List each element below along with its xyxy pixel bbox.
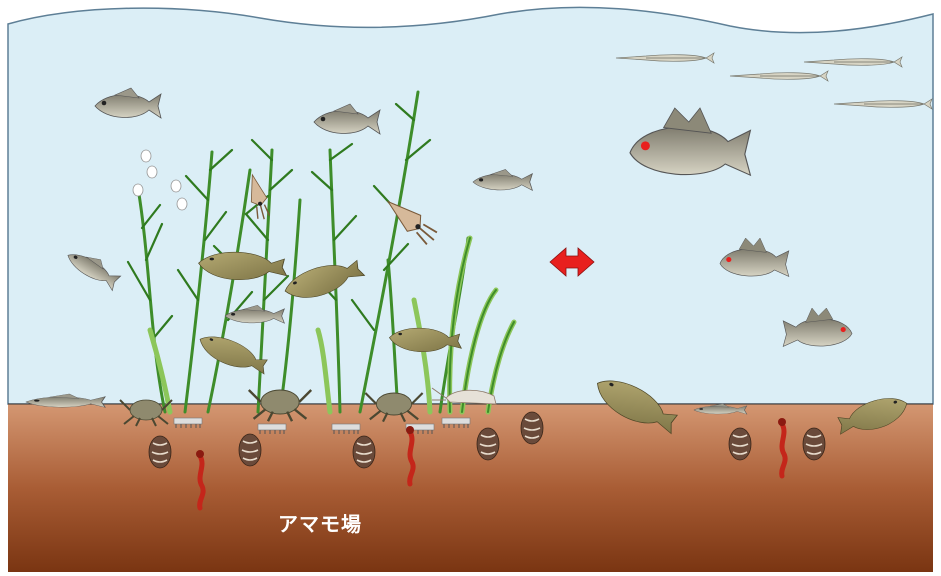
egg-icon — [133, 184, 143, 196]
water-body — [8, 7, 933, 404]
habitat-label: アマモ場 — [0, 508, 640, 537]
clam-icon — [353, 436, 375, 468]
clam-icon — [521, 412, 543, 444]
clam-icon — [149, 436, 171, 468]
egg-icon — [171, 180, 181, 192]
egg-icon — [141, 150, 151, 162]
egg-icon — [177, 198, 187, 210]
clam-icon — [477, 428, 499, 460]
egg-icon — [147, 166, 157, 178]
clam-icon — [729, 428, 751, 460]
seabed-sediment — [8, 404, 933, 572]
clam-icon — [803, 428, 825, 460]
clam-icon — [239, 434, 261, 466]
